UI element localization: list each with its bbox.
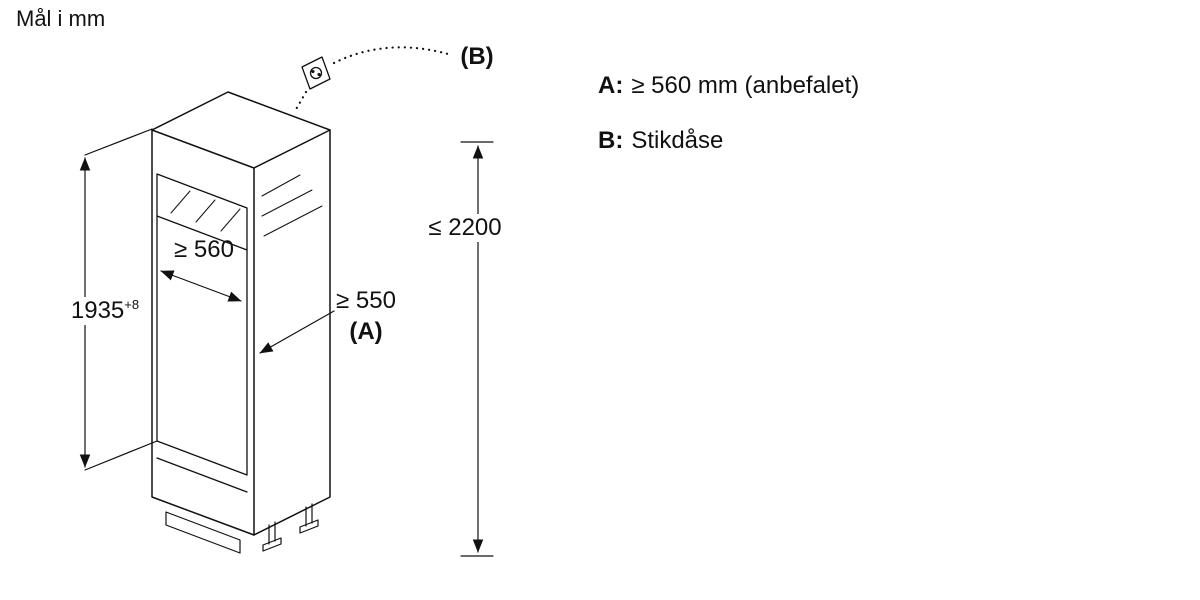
dim-label-depth-ref: (A) [349, 318, 383, 345]
niche-height-value: 1935 [70, 297, 125, 324]
page-title: Mål i mm [16, 6, 106, 31]
dim-label-max-height: ≤ 2200 [424, 214, 506, 242]
dim-label-niche-height: 1935+8 [66, 297, 144, 325]
socket-callout-label: (B) [460, 43, 494, 70]
niche-opening [156, 173, 248, 493]
feet [262, 503, 319, 552]
legend-row-a: A: ≥ 560 mm (anbefalet) [598, 72, 859, 100]
socket-leader-dots [293, 46, 450, 113]
legend-value-a: ≥ 560 mm (anbefalet) [631, 72, 860, 99]
dim-niche-depth [259, 310, 335, 354]
cabinet-outline [151, 91, 331, 536]
niche-height-tolerance: +8 [124, 297, 140, 312]
legend-row-b: B: Stikdåse [598, 127, 723, 155]
legend-value-b: Stikdåse [631, 127, 724, 154]
dim-max-height [460, 141, 494, 557]
dim-label-niche-width: ≥ 560 [174, 236, 234, 263]
dim-label-niche-depth: ≥ 550 [336, 287, 396, 314]
dim-niche-width [160, 270, 242, 302]
legend-key-b: B: [598, 127, 624, 154]
hatch-lines [170, 174, 323, 237]
plinth [165, 511, 241, 554]
legend-key-a: A: [598, 72, 624, 99]
socket-icon [301, 56, 331, 90]
